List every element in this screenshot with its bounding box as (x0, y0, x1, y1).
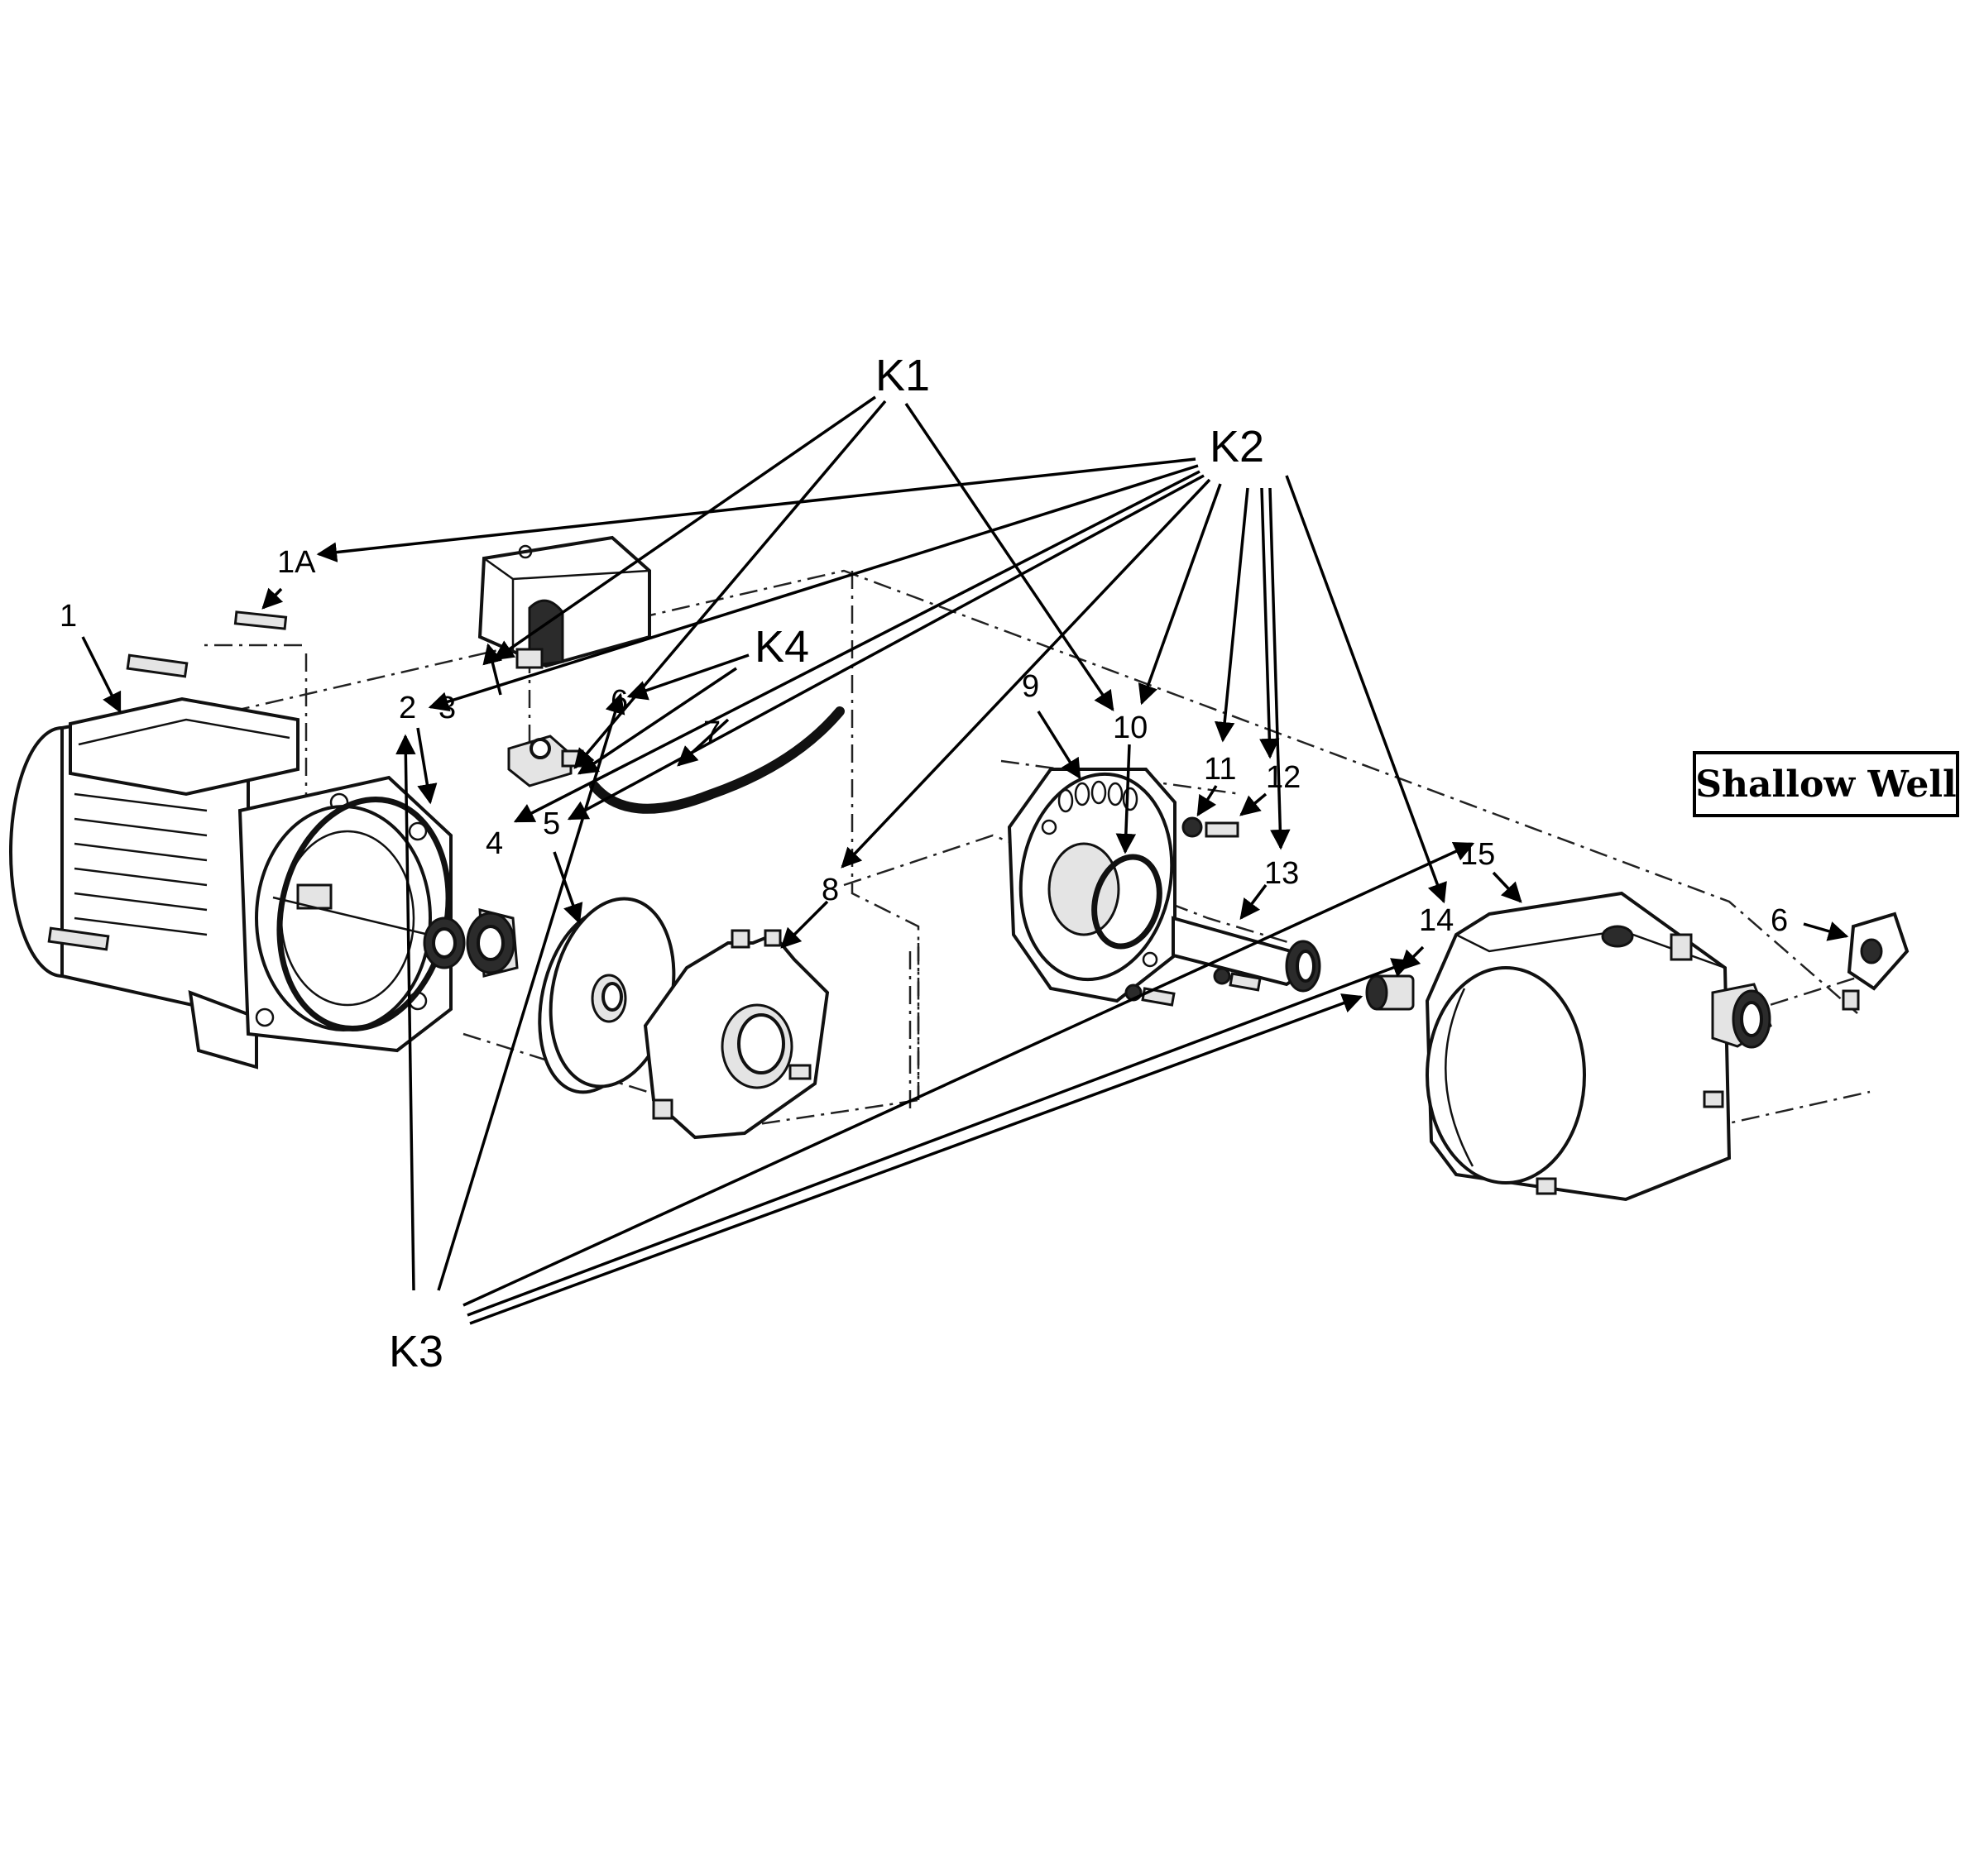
callout-part-12: 12 (1266, 760, 1301, 795)
nipple-fitting-part-14 (1365, 974, 1415, 1011)
callout-part-6-left: 6 (611, 684, 628, 719)
pump-housing-part-15 (1425, 891, 1772, 1202)
kit-label-k1: K1 (875, 351, 930, 400)
callout-part-11: 11 (1204, 752, 1236, 787)
callout-part-9: 9 (1022, 669, 1039, 704)
kit-label-k2: K2 (1210, 422, 1264, 471)
tubing-part-7 (589, 706, 845, 814)
callout-part-1a: 1A (277, 545, 316, 580)
diffuser-part-8 (643, 929, 830, 1140)
shaft-seal-part-4 (423, 908, 519, 978)
callout-part-8: 8 (822, 873, 839, 907)
pressure-switch-part-3 (477, 535, 651, 669)
o-ring-part-10 (1091, 854, 1162, 950)
shallow-well-panel: Shallow Well (1693, 751, 1959, 817)
tube-fitting-part-6 (507, 735, 584, 787)
callout-part-7: 7 (703, 715, 721, 750)
callout-part-5: 5 (543, 806, 560, 841)
kit-label-k4: K4 (755, 622, 809, 672)
callout-part-15: 15 (1460, 837, 1495, 872)
callout-part-6-right: 6 (1771, 903, 1788, 938)
kit-label-k3: K3 (389, 1327, 443, 1376)
impeller-part-5 (538, 897, 676, 1094)
callout-part-2: 2 (399, 691, 416, 725)
shallow-well-label: Shallow Well (1695, 763, 1957, 806)
callout-part-10: 10 (1113, 711, 1148, 745)
callout-part-4: 4 (486, 826, 503, 861)
motor-bolts (47, 610, 288, 951)
callout-part-14: 14 (1419, 903, 1454, 938)
callout-part-13: 13 (1264, 856, 1299, 891)
callout-part-3: 3 (438, 691, 456, 725)
elbow-fitting-part-6 (1842, 912, 1910, 1011)
callout-part-1: 1 (60, 599, 77, 634)
callout-leaders (81, 395, 1849, 1325)
